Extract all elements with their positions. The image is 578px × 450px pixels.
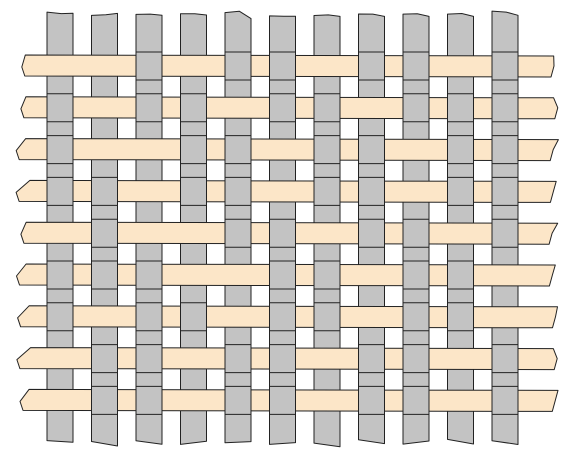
warp-over-segment [225, 177, 251, 205]
warp-over-segment [92, 177, 118, 205]
warp-over-segment [492, 177, 518, 205]
warp-over-segment [270, 52, 296, 80]
warp-over-segment [448, 136, 474, 164]
warp-over-segment [181, 303, 207, 331]
warp-over-segment [359, 52, 385, 80]
warp-over-segment [403, 219, 429, 247]
warp-over-segment [47, 261, 73, 289]
warp-over-segment [225, 219, 251, 247]
warp-over-segment [314, 261, 340, 289]
warp-over-segment [492, 52, 518, 80]
warp-over-segment [403, 94, 429, 122]
warp-over-segment [492, 94, 518, 122]
warp-over-segment [225, 136, 251, 164]
warp-over-segment [314, 303, 340, 331]
warp-over-segment [136, 94, 162, 122]
warp-over-segment [359, 177, 385, 205]
warp-over-segment [359, 136, 385, 164]
warp-over-segment [359, 386, 385, 414]
warp-over-segment [225, 386, 251, 414]
warp-over-segment [136, 386, 162, 414]
warp-over-segment [492, 136, 518, 164]
warp-over-segment [270, 386, 296, 414]
warp-over-segment [403, 386, 429, 414]
warp-over-segment [359, 345, 385, 373]
warp-over-segment [92, 386, 118, 414]
warp-over-segment [492, 219, 518, 247]
warp-over-segment [448, 94, 474, 122]
warp-over-segment [448, 303, 474, 331]
warp-over-segment [47, 177, 73, 205]
warp-over-segment [314, 177, 340, 205]
warp-over-segment [47, 303, 73, 331]
warp-over-segment [92, 261, 118, 289]
warp-over-segment [136, 52, 162, 80]
warp-over-segment [181, 136, 207, 164]
warp-over-segment [403, 52, 429, 80]
warp-over-segment [448, 261, 474, 289]
warp-over-segment [92, 345, 118, 373]
warp-over-segment [225, 52, 251, 80]
warp-over-segment [492, 386, 518, 414]
warp-over-segment [403, 303, 429, 331]
warp-over-segment [448, 177, 474, 205]
warp-over-segment [47, 136, 73, 164]
weft-thread [16, 139, 558, 161]
warp-over-segment [136, 261, 162, 289]
warp-over-segment [270, 345, 296, 373]
warp-over-segment [270, 94, 296, 122]
warp-over-segment [136, 345, 162, 373]
warp-over-segment [225, 345, 251, 373]
warp-over-segment [270, 261, 296, 289]
warp-over-segment [403, 261, 429, 289]
warp-over-segment [492, 345, 518, 373]
warp-over-segment [181, 177, 207, 205]
warp-over-segment [181, 94, 207, 122]
warp-over-segment [47, 94, 73, 122]
warp-over-segment [92, 219, 118, 247]
warp-over-segment [136, 303, 162, 331]
warp-over-segment [314, 94, 340, 122]
warp-over-segment [403, 345, 429, 373]
warp-over-segment [314, 136, 340, 164]
warp-over-segment [359, 219, 385, 247]
warp-over-segment [270, 303, 296, 331]
warp-over-segment [270, 219, 296, 247]
